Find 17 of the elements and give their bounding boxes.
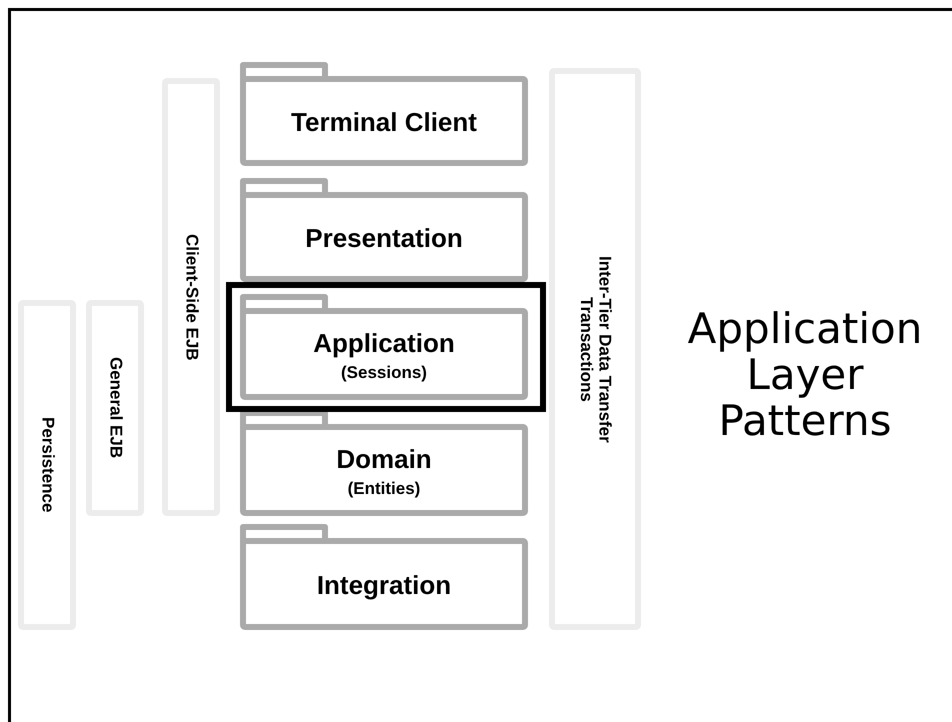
layer-name: Terminal Client (291, 107, 477, 138)
folder-box (240, 524, 528, 630)
band-label: Client-Side EJB (182, 234, 200, 360)
layer-subtitle: (Sessions) (341, 363, 427, 383)
folder-box (240, 294, 528, 400)
layer-subtitle: (Entities) (348, 479, 420, 499)
band-label: General EJB (106, 357, 124, 459)
folder-box (240, 178, 528, 282)
band-label: Inter-Tier Data Transfer Transactions (576, 254, 614, 444)
folder-box (240, 410, 528, 516)
layer-name: Domain (336, 444, 432, 475)
layer-name: Application (313, 328, 455, 359)
layer-name: Integration (316, 570, 452, 601)
title: Application Layer Patterns (686, 306, 924, 445)
layer-name: Presentation (305, 223, 463, 254)
band-label: Persistence (38, 417, 56, 513)
folder-box (240, 62, 528, 166)
